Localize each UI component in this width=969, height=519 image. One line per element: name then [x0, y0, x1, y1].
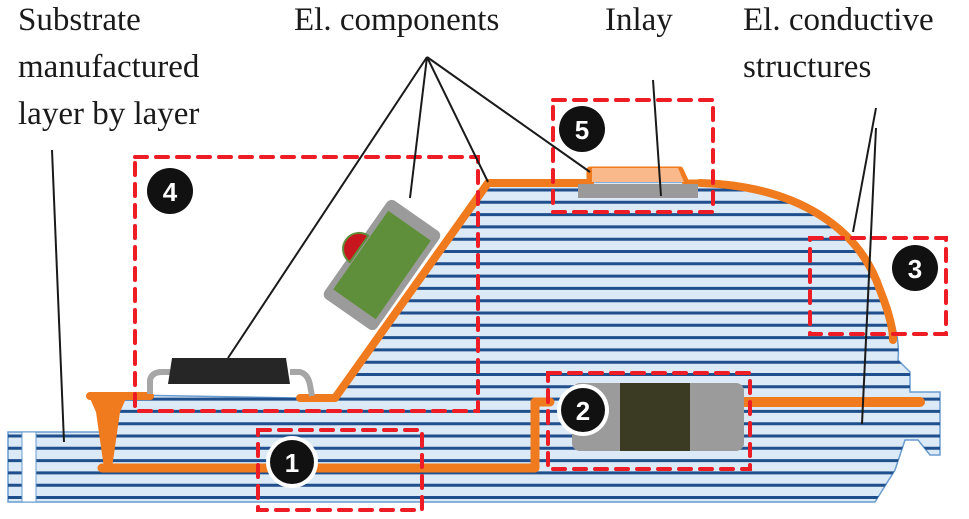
inlay [578, 168, 698, 198]
region-box-5 [551, 98, 715, 214]
leader-component-inlay-cover [426, 56, 591, 173]
embedded-resistor [572, 383, 744, 451]
region-box-4 [133, 155, 480, 413]
badge-circle [892, 245, 938, 291]
badge-label: 3 [908, 254, 922, 284]
label-substrate: Substrate manufactured layer by layer [18, 2, 200, 132]
leader-conductive-buried [861, 127, 877, 425]
conductor-buried-trace [97, 397, 555, 473]
label-substrate-line-2: manufactured [18, 49, 200, 85]
label-conductive: El. conductive structures [743, 2, 934, 85]
resistor-body [620, 383, 690, 451]
badge-circle [270, 440, 314, 484]
label-el-components: El. components [294, 2, 499, 38]
tilted-led-component [323, 199, 441, 331]
region-badge-5: 5 [559, 106, 605, 152]
badge-label: 2 [576, 396, 590, 426]
label-conductive-line-1: El. conductive [743, 2, 934, 38]
badge-circle [561, 388, 605, 432]
substrate [7, 181, 941, 503]
badge-circle [147, 168, 193, 214]
inlay-top-layer [592, 168, 684, 182]
ic-lead-right [290, 369, 315, 397]
leader-inlay [652, 79, 662, 197]
substrate-body [7, 181, 941, 503]
conductor-inlay-cover [586, 166, 704, 187]
region-box-3 [808, 236, 948, 336]
leader-component-led [409, 56, 428, 199]
badge-label: 5 [575, 115, 589, 145]
region-box-2 [546, 371, 752, 471]
leader-component-ic [227, 56, 428, 359]
region-box-1 [256, 428, 424, 512]
leader-lines [51, 56, 877, 443]
label-inlay: Inlay [605, 2, 673, 38]
ic-lead-left [147, 369, 170, 394]
ic-chip [147, 358, 315, 397]
substrate-slot [21, 431, 37, 503]
leader-component-corner [426, 56, 489, 183]
led-body [333, 210, 431, 320]
led-dome [342, 231, 370, 264]
leader-conductive-curve [852, 107, 877, 233]
conductor-via [88, 394, 128, 468]
badge-label: 4 [163, 177, 178, 207]
badge-circle [559, 106, 605, 152]
label-substrate-line-3: layer by layer [18, 96, 199, 132]
label-conductive-line-2: structures [743, 49, 871, 85]
region-boxes [133, 98, 948, 512]
ic-body [168, 358, 290, 384]
region-badge-4: 4 [147, 168, 193, 214]
badge-label: 1 [285, 448, 299, 478]
label-substrate-line-1: Substrate [18, 2, 141, 38]
region-badge-2: 2 [557, 384, 609, 436]
region-badge-3: 3 [892, 245, 938, 291]
inlay-body [578, 184, 698, 198]
leader-substrate [51, 149, 65, 443]
region-badge-1: 1 [266, 436, 318, 488]
